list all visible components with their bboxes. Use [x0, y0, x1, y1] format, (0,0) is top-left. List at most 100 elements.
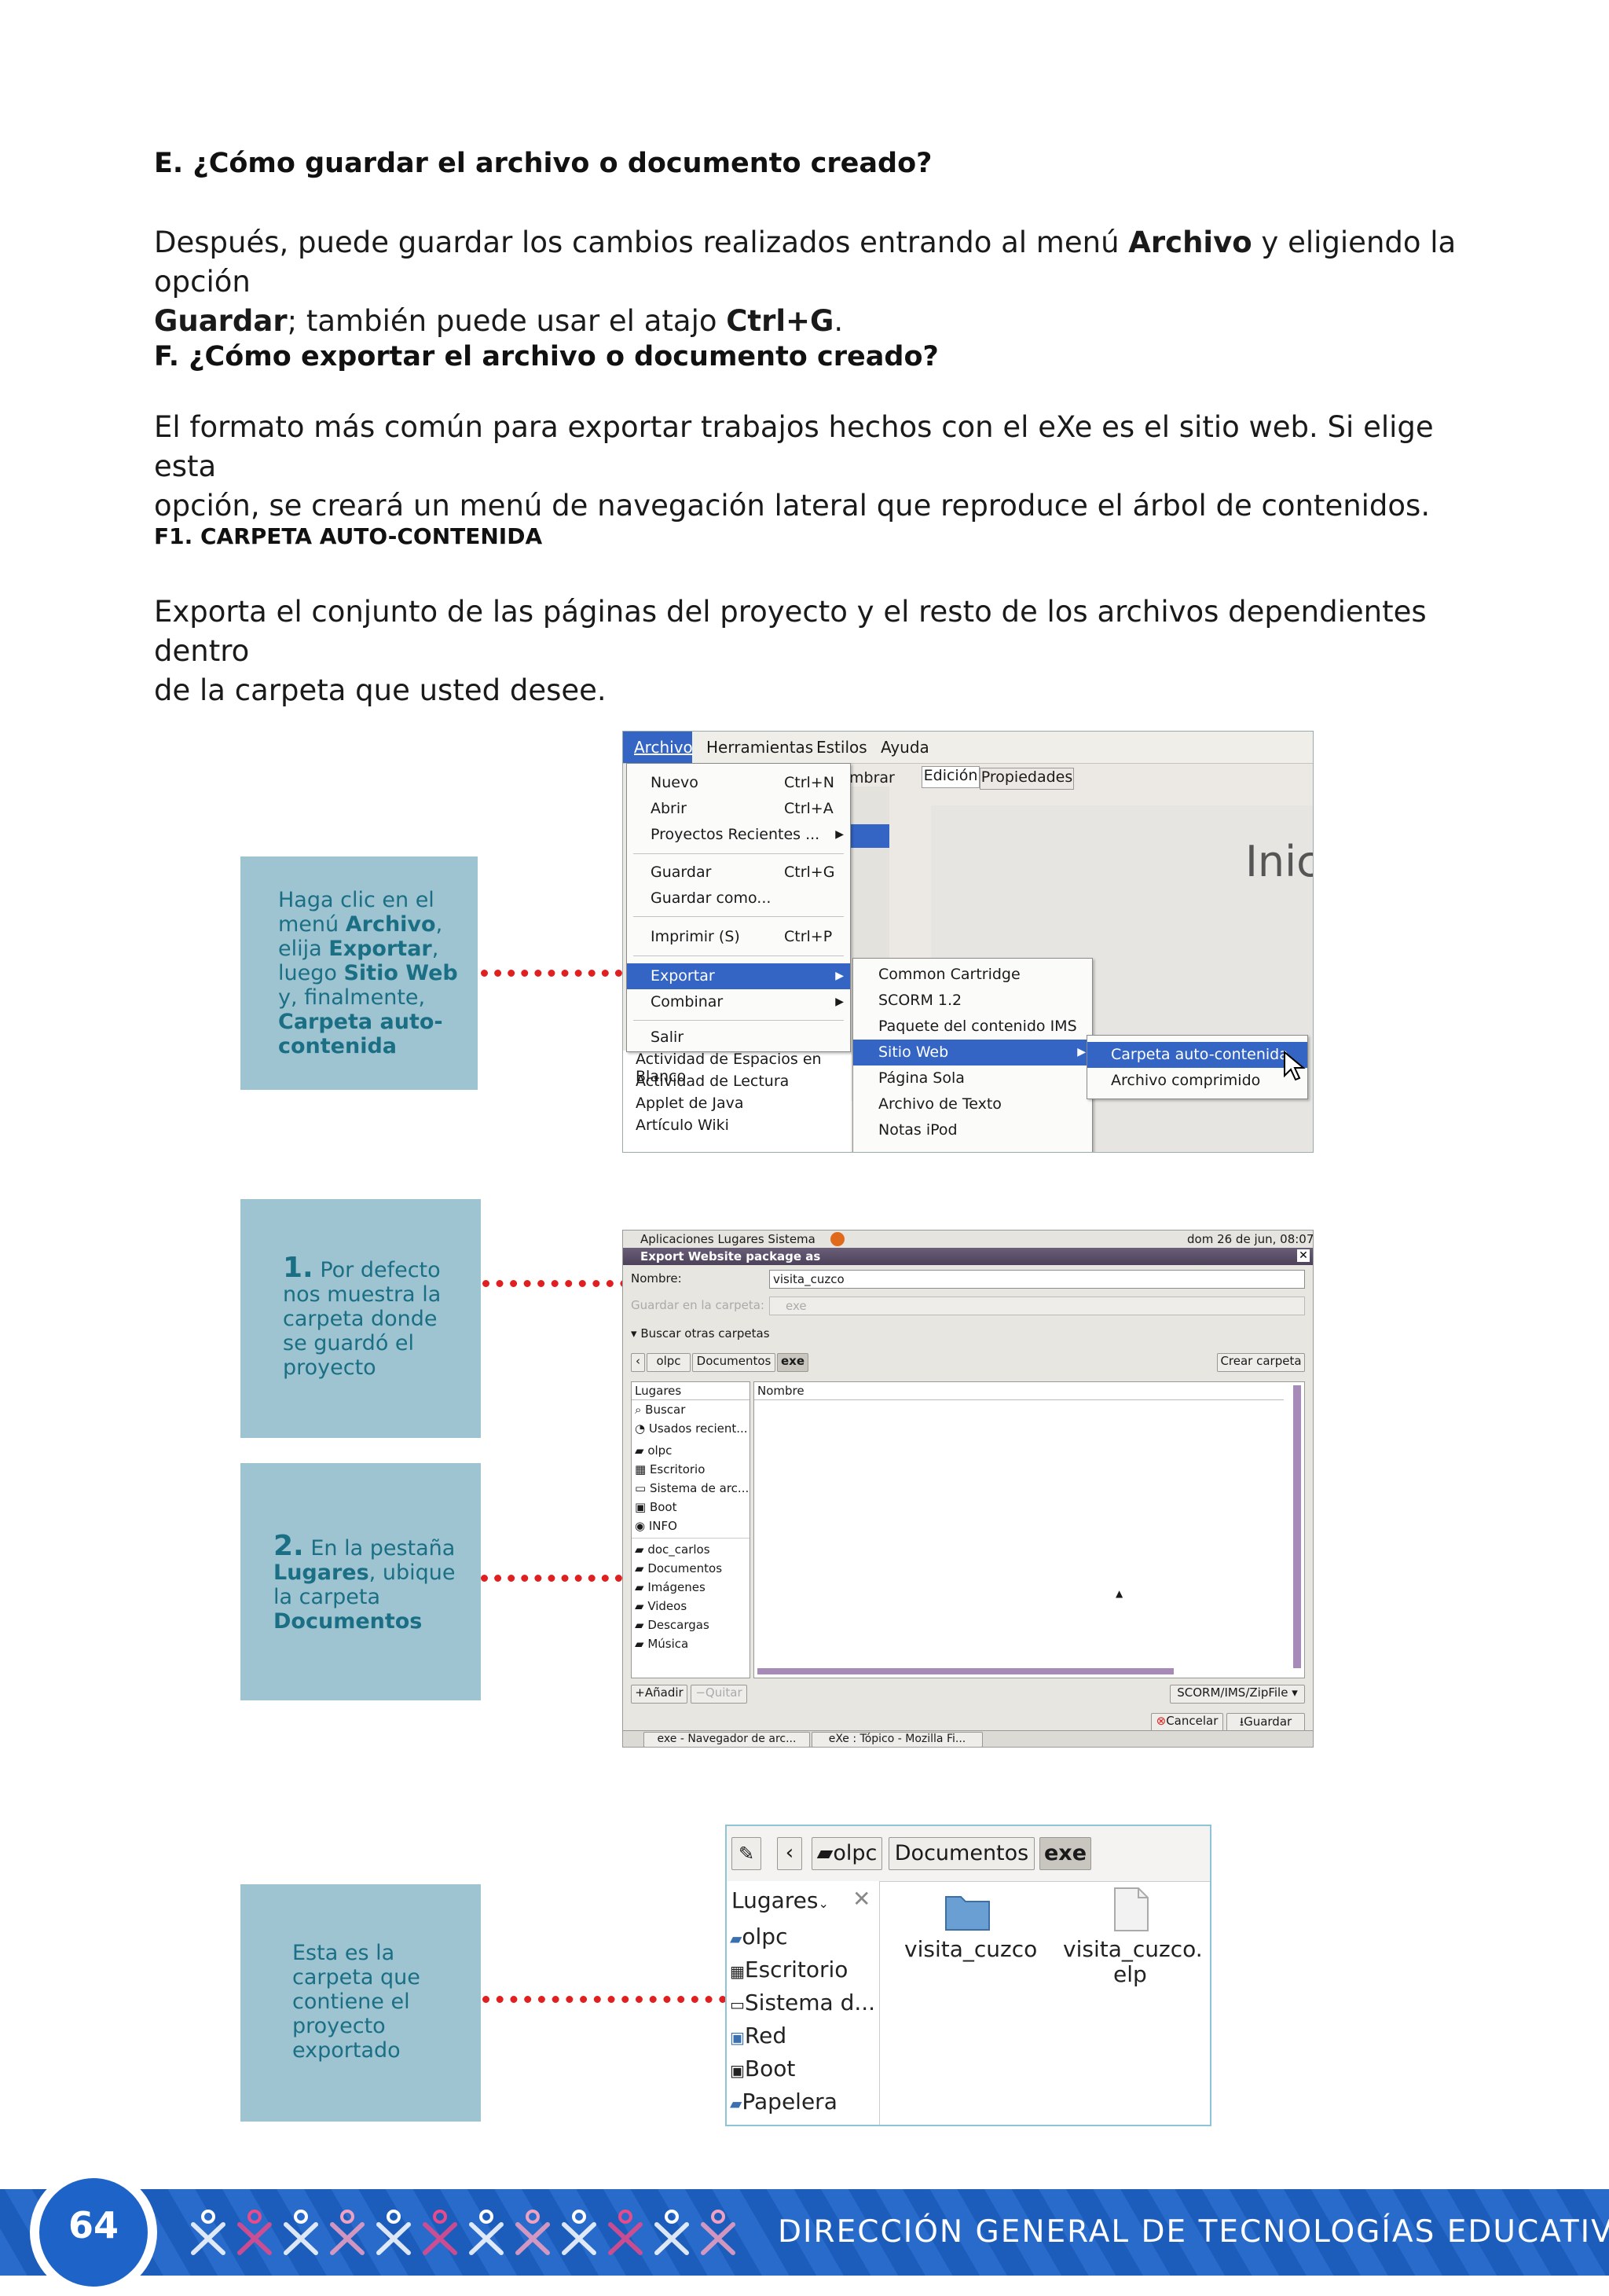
cancel-button[interactable]: ⊗Cancelar: [1151, 1713, 1223, 1732]
xo-figure-icon: [376, 2210, 411, 2255]
menu-item-recientes[interactable]: Proyectos Recientes ...▶: [627, 822, 850, 848]
edit-icon[interactable]: ✎: [731, 1837, 761, 1870]
xo-figure-icon: [515, 2210, 550, 2255]
quitar-button[interactable]: −Quitar: [691, 1685, 747, 1704]
vertical-scrollbar[interactable]: [1293, 1385, 1301, 1668]
menu-item-common-cartridge[interactable]: Common Cartridge: [878, 966, 1021, 983]
path-olpc[interactable]: ▰olpc: [812, 1837, 882, 1870]
xo-figure-icon: [562, 2210, 596, 2255]
save-button[interactable]: ⭳Guardar: [1226, 1713, 1305, 1732]
place-boot[interactable]: ▣Boot: [730, 2056, 796, 2081]
place-usados[interactable]: ◔ Usados recient...: [635, 1421, 748, 1436]
place-olpc[interactable]: ▰ olpc: [635, 1443, 673, 1458]
section-f-paragraph: El formato más común para exportar traba…: [154, 408, 1490, 526]
callout-text: Documentos: [273, 1609, 423, 1634]
taskbar: exe - Navegador de arc... eXe : Tópico -…: [623, 1730, 1313, 1747]
panel-menus[interactable]: Aplicaciones Lugares Sistema: [640, 1232, 815, 1246]
task-firefox[interactable]: eXe : Tópico - Mozilla Fi...: [812, 1732, 983, 1747]
nombre-label: Nombre:: [631, 1271, 682, 1286]
text: Después, puede guardar los cambios reali…: [154, 226, 1129, 259]
menu-item-ims[interactable]: Paquete del contenido IMS: [878, 1018, 1077, 1035]
horizontal-scrollbar[interactable]: [757, 1668, 1174, 1674]
idevice-item[interactable]: Actividad de Lectura: [636, 1073, 790, 1090]
callout-text: Esta es la: [292, 1941, 395, 1965]
menu-item-exportar[interactable]: Exportar▶: [627, 963, 850, 989]
cancel-icon: ⊗: [1156, 1714, 1167, 1728]
guardar-en-select[interactable]: exe: [769, 1297, 1305, 1315]
callout-text: proyecto: [292, 2014, 386, 2038]
idevice-item[interactable]: Actividad de Espacios en Blanco: [636, 1051, 822, 1085]
dialog-titlebar: Export Website package as ✕: [623, 1248, 1313, 1265]
menu-herramientas[interactable]: Herramientas: [706, 738, 814, 757]
page-number: 64: [39, 2178, 148, 2287]
place-sistema[interactable]: ▭Sistema d...: [730, 1990, 876, 2015]
menu-item-guardar-como[interactable]: Guardar como...: [651, 889, 772, 907]
path-exe[interactable]: exe: [1039, 1837, 1091, 1870]
menu-item-archivo-comprimido[interactable]: Archivo comprimido: [1111, 1072, 1261, 1089]
task-file-browser[interactable]: exe - Navegador de arc...: [643, 1732, 810, 1747]
path-back-button[interactable]: ‹: [631, 1353, 645, 1372]
nombre-value: visita_cuzco: [773, 1272, 845, 1286]
path-exe[interactable]: exe: [777, 1353, 808, 1372]
editor-title: Inic: [1245, 837, 1314, 886]
close-icon[interactable]: ✕: [1297, 1249, 1310, 1262]
dialog-title: Export Website package as: [640, 1249, 821, 1264]
name-header[interactable]: Nombre: [757, 1384, 804, 1398]
callout-text: proyecto: [283, 1355, 376, 1380]
menu-item-archivo-texto[interactable]: Archivo de Texto: [878, 1095, 1002, 1113]
panel-clock: dom 26 de jun, 08:07: [1187, 1232, 1314, 1246]
place-musica[interactable]: ▰ Música: [635, 1637, 689, 1651]
place-escritorio[interactable]: ▦ Escritorio: [635, 1462, 706, 1476]
place-sistema[interactable]: ▭ Sistema de arc...: [635, 1481, 750, 1495]
place-olpc[interactable]: ▰olpc: [730, 1924, 788, 1949]
filter-select[interactable]: SCORM/IMS/ZipFile ▾: [1170, 1685, 1305, 1704]
path-documentos[interactable]: Documentos: [889, 1837, 1035, 1870]
place-info[interactable]: ◉ INFO: [635, 1519, 677, 1533]
menu-estilos[interactable]: Estilos: [816, 738, 867, 757]
place-documentos[interactable]: ▰ Documentos: [635, 1561, 723, 1575]
menu-item-imprimir[interactable]: Imprimir (S)Ctrl+P: [651, 928, 833, 945]
anadir-button[interactable]: +Añadir: [631, 1685, 687, 1704]
place-descargas[interactable]: ▰ Descargas: [635, 1618, 709, 1632]
file-list-panel[interactable]: Nombre ▲: [753, 1381, 1305, 1678]
folder-icon[interactable]: [944, 1889, 992, 1933]
file-visita-cuzco-folder[interactable]: visita_cuzco: [904, 1936, 1038, 1962]
place-boot[interactable]: ▣ Boot: [635, 1500, 677, 1514]
menu-item-sitio-web[interactable]: Sitio Web▶: [853, 1040, 1092, 1065]
places-header[interactable]: Lugares⌄: [731, 1887, 829, 1913]
place-escritorio[interactable]: ▦Escritorio: [730, 1957, 848, 1982]
place-videos[interactable]: ▰ Videos: [635, 1599, 687, 1613]
back-button[interactable]: ‹: [777, 1837, 802, 1870]
menu-item-pagina-sola[interactable]: Página Sola: [878, 1069, 965, 1087]
buscar-otras-expander[interactable]: ▾ Buscar otras carpetas: [631, 1326, 770, 1341]
menu-item-combinar[interactable]: Combinar▶: [627, 989, 850, 1015]
idevice-item[interactable]: Artículo Wiki: [636, 1117, 729, 1134]
place-doc-carlos[interactable]: ▰ doc_carlos: [635, 1542, 710, 1557]
place-buscar[interactable]: ⌕ Buscar: [635, 1403, 686, 1417]
path-olpc[interactable]: olpc: [647, 1353, 691, 1372]
path-documentos[interactable]: Documentos: [692, 1353, 775, 1372]
nombre-input[interactable]: visita_cuzco: [769, 1270, 1305, 1289]
menu-archivo[interactable]: Archivo: [634, 738, 693, 757]
tab-edicion[interactable]: Edición: [922, 766, 980, 788]
menu-item-salir[interactable]: Salir: [651, 1029, 684, 1046]
place-papelera[interactable]: ▰Papelera: [730, 2089, 837, 2114]
menu-ayuda[interactable]: Ayuda: [881, 738, 929, 757]
menu-item-carpeta-auto[interactable]: Carpeta auto-contenida: [1087, 1042, 1307, 1068]
file-icon[interactable]: [1112, 1886, 1151, 1933]
menu-item-notas-ipod[interactable]: Notas iPod: [878, 1121, 958, 1139]
menubar: Archivo Herramientas Estilos Ayuda: [623, 732, 1313, 764]
file-visita-cuzco-elp[interactable]: visita_cuzco.: [1063, 1936, 1203, 1962]
place-imagenes[interactable]: ▰ Imágenes: [635, 1580, 706, 1594]
idevice-item[interactable]: Applet de Java: [636, 1095, 744, 1112]
text-bold: Ctrl+G: [726, 304, 834, 338]
tab-propiedades[interactable]: Propiedades: [980, 768, 1074, 790]
menu-item-scorm[interactable]: SCORM 1.2: [878, 992, 962, 1009]
crear-carpeta-button[interactable]: Crear carpeta: [1217, 1353, 1305, 1372]
close-icon[interactable]: ✕: [852, 1886, 871, 1912]
firefox-icon[interactable]: [830, 1232, 845, 1246]
place-red[interactable]: ▣Red: [730, 2023, 787, 2048]
